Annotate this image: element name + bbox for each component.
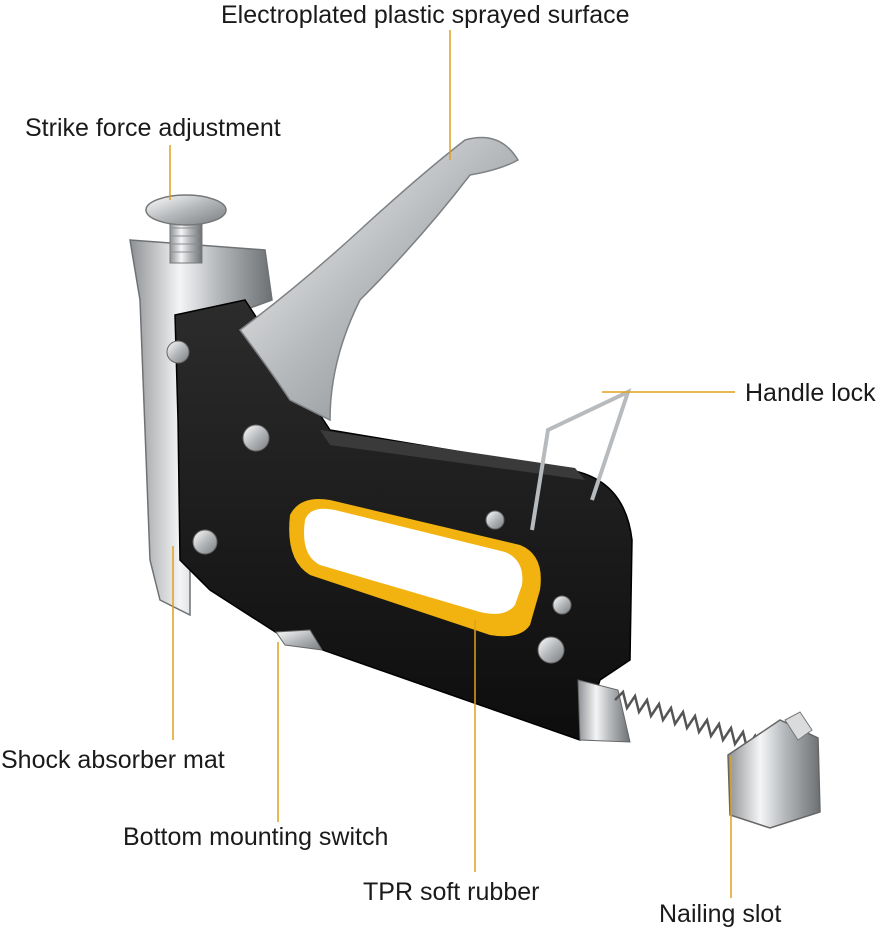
knob-threads xyxy=(172,227,200,253)
body-ridge xyxy=(320,430,585,480)
label-shock-absorber: Shock absorber mat xyxy=(1,746,225,774)
nailing-slot-guide xyxy=(727,719,821,829)
label-nailing-slot: Nailing slot xyxy=(659,900,782,928)
label-bottom-mounting: Bottom mounting switch xyxy=(123,823,389,851)
label-handle-lock: Handle lock xyxy=(745,379,876,407)
nailing-slot-tab xyxy=(784,711,813,741)
rear-bracket xyxy=(577,679,631,743)
knob-cap xyxy=(145,194,227,226)
chrome-handle xyxy=(238,136,520,422)
handle-opening xyxy=(304,508,523,614)
rivets xyxy=(166,340,572,664)
label-strike-force: Strike force adjustment xyxy=(25,114,281,142)
leader-lines xyxy=(169,30,735,898)
bottom-switch xyxy=(275,629,323,651)
front-chrome-plate xyxy=(129,239,273,617)
label-tpr-rubber: TPR soft rubber xyxy=(363,878,540,906)
label-surface: Electroplated plastic sprayed surface xyxy=(221,1,630,29)
handle-lock-wire xyxy=(530,388,632,531)
staple-gun-illustration xyxy=(129,136,821,829)
